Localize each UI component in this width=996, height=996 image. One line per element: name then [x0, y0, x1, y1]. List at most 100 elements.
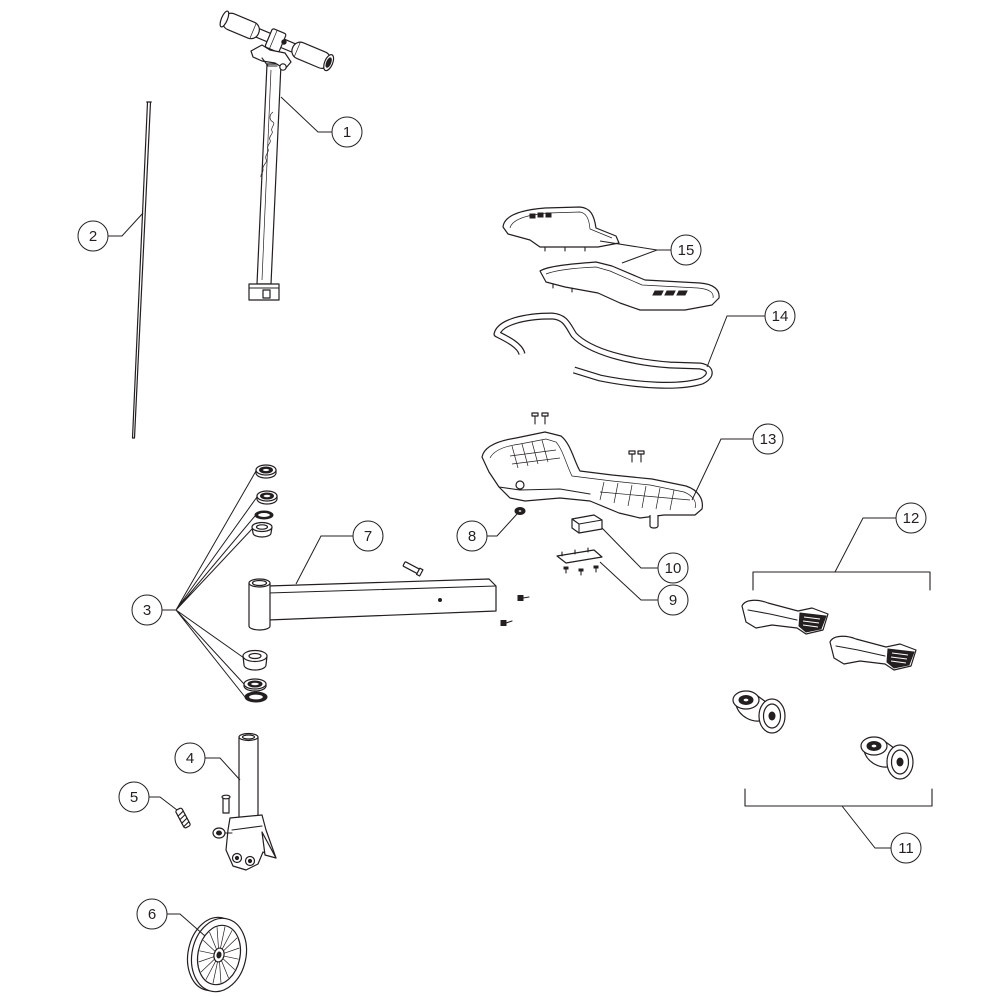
callout-10-path — [601, 527, 658, 569]
part-15-deck-top-path — [545, 266, 714, 299]
frame-bolt-1-line — [522, 596, 530, 599]
steerer-tube — [238, 737, 259, 819]
callout-4-circle — [174, 742, 206, 774]
callout-7-circle — [352, 520, 384, 552]
part-15-deck-top-rect — [545, 212, 552, 218]
caster-2-ellipse — [896, 757, 904, 767]
deck-screw-3 — [628, 450, 636, 463]
cup-top — [251, 521, 273, 538]
front-ribs — [509, 439, 561, 469]
part-4-fork-ellipse — [221, 794, 231, 800]
handlebar — [219, 10, 335, 72]
callout-11-path — [841, 805, 891, 849]
deck-cover — [539, 261, 720, 311]
callout-7: 7 — [295, 520, 384, 585]
part-10-block-path — [571, 518, 603, 534]
part-6-front-wheel — [186, 916, 248, 993]
head-tube — [248, 578, 271, 631]
washer-top-3-ellipse — [256, 511, 272, 519]
part-4-fork-path — [231, 825, 263, 831]
part-4-fork — [212, 732, 277, 871]
brake-lever-circle — [281, 39, 287, 45]
washer-bottom-1 — [243, 678, 267, 692]
deck-screw-4 — [637, 450, 645, 463]
washer-top-1 — [255, 464, 277, 479]
stem-collar-rect — [262, 289, 271, 299]
callout-9: 9 — [599, 561, 689, 616]
part-6-front-wheel-ellipse — [216, 951, 222, 959]
callout-14: 14 — [706, 300, 796, 368]
handlebar-ellipse — [325, 57, 332, 68]
callout-12-circle — [895, 502, 927, 534]
callout-8-path — [487, 513, 518, 537]
callout-15-label: 15 — [678, 242, 695, 259]
footplate-1-path — [802, 616, 821, 628]
caster-2 — [860, 736, 914, 780]
part-11-casters — [732, 690, 933, 807]
callout-14-label: 14 — [772, 308, 789, 325]
callout-2-label: 2 — [89, 228, 97, 245]
brake-lever — [250, 39, 292, 71]
callout-6-path — [167, 913, 206, 937]
brake-lever-path — [250, 44, 292, 70]
callout-2: 2 — [77, 212, 144, 252]
callout-2-circle — [77, 220, 109, 252]
callout-9-circle — [657, 584, 689, 616]
part-2-rod — [131, 101, 153, 439]
callout-1-circle — [331, 116, 363, 148]
part-4-fork-circle — [234, 855, 240, 861]
callout-15-path — [599, 240, 671, 264]
part-15-deck-top-rect — [537, 212, 544, 218]
callout-3: 3 — [131, 470, 258, 698]
callout-13-label: 13 — [760, 431, 777, 448]
callout-13: 13 — [691, 423, 784, 501]
part-8-nut — [514, 507, 526, 515]
callout-14-circle — [764, 300, 796, 332]
caster-1-ellipse — [742, 697, 750, 703]
callout-10-label: 10 — [665, 560, 682, 577]
part-10-block — [571, 514, 603, 534]
part-9-bracket-path — [561, 547, 589, 557]
part-13-deck-base — [481, 412, 703, 529]
callout-9-path — [599, 561, 658, 601]
callout-9-label: 9 — [669, 592, 677, 609]
callout-4-path — [205, 757, 241, 781]
caster-1 — [732, 690, 786, 734]
callout-12-label: 12 — [903, 510, 920, 527]
cup-bottom-ellipse — [248, 652, 262, 660]
part-13-deck-base-path — [498, 486, 591, 495]
part-9-bracket-path — [556, 549, 603, 564]
callout-13-circle — [752, 423, 784, 455]
frame-bolt-1 — [517, 595, 530, 601]
footplate-2-path — [890, 652, 909, 664]
handlebar-line — [249, 23, 257, 39]
part-15-deck-top-path — [509, 211, 613, 239]
frame-bolt-2-rect — [500, 620, 507, 626]
part-3-headset-bearings — [242, 464, 278, 703]
washer-top-2-ellipse — [262, 493, 272, 499]
frame-pin — [402, 561, 424, 577]
callout-1-label: 1 — [343, 124, 351, 141]
callout-12: 12 — [834, 502, 927, 573]
part-15-deck-top-path — [552, 283, 573, 293]
rear-ribs — [599, 481, 691, 511]
part-12-footplates — [741, 571, 931, 671]
frame-arm-path — [267, 578, 497, 621]
frame-bolt-2 — [500, 620, 513, 626]
stem-collar — [248, 283, 280, 301]
part-5-spring-line — [179, 814, 186, 821]
callout-3-label: 3 — [143, 602, 151, 619]
caster-2-ellipse — [870, 743, 878, 749]
part-13-deck-base-circle — [515, 480, 525, 490]
part-5-spring-line — [181, 817, 188, 824]
deck-screw-2 — [541, 412, 549, 425]
callout-3-circle — [131, 594, 163, 626]
callout-15-circle — [670, 234, 702, 266]
callout-8-circle — [456, 520, 488, 552]
footplate-1 — [741, 599, 829, 635]
callout-15: 15 — [599, 234, 702, 266]
callout-8: 8 — [456, 513, 518, 552]
part-4-fork-ellipse — [216, 830, 222, 836]
part-5-spring — [175, 807, 191, 829]
washer-bottom-2-ellipse — [247, 693, 265, 701]
